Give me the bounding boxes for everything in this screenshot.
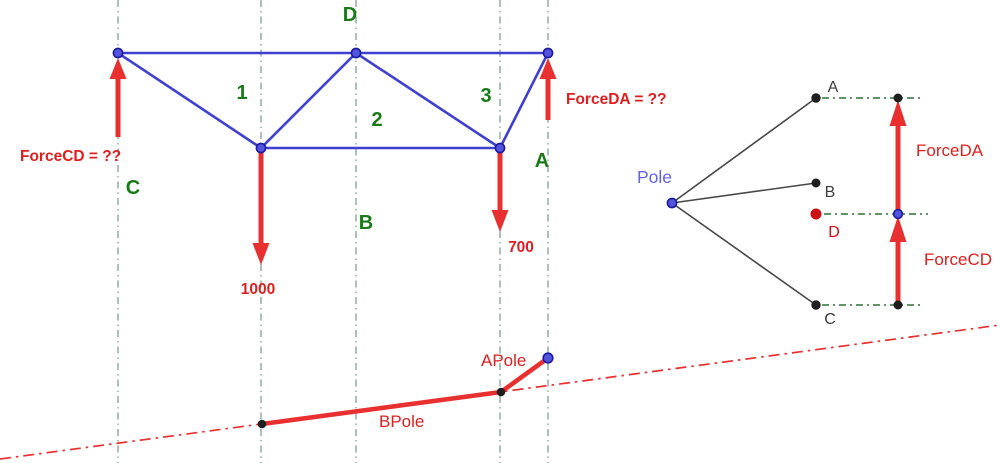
label-panel-2: 2	[371, 109, 382, 131]
reaction-arrow-cd	[109, 58, 127, 137]
point-c[interactable]	[811, 300, 821, 310]
label-load-1000: 1000	[241, 281, 275, 298]
node-bottom-left[interactable]	[255, 142, 267, 154]
pole-rays	[671, 97, 817, 306]
load-arrow-1000	[252, 148, 270, 265]
load-arrow-700-head	[491, 210, 509, 232]
label-point-c: C	[824, 311, 836, 328]
forcecd-arrow	[889, 216, 907, 305]
ray-pole-c	[671, 202, 817, 306]
node-bottom-right[interactable]	[494, 142, 506, 154]
red-regular-labels: ForceDA ForceCD APole BPole	[379, 141, 992, 431]
node-top-right[interactable]	[542, 47, 554, 59]
label-pole: Pole	[637, 167, 672, 187]
point-b[interactable]	[811, 178, 821, 188]
apole-segment	[498, 355, 551, 395]
truss-members	[116, 51, 550, 150]
label-panel-3: 3	[480, 85, 491, 107]
funicular-segments	[259, 355, 551, 427]
reaction-arrow-da	[539, 58, 557, 120]
forceda-arrow-head	[889, 100, 907, 126]
node-top-left[interactable]	[112, 47, 124, 59]
label-forcecd: ForceCD	[924, 250, 992, 269]
truss-force-arrows	[109, 58, 557, 265]
reaction-arrow-da-head	[539, 58, 557, 79]
label-apole: APole	[481, 351, 526, 370]
label-point-d: D	[828, 224, 840, 241]
label-forceda: ForceDA	[916, 141, 984, 160]
dark-points[interactable]	[257, 93, 903, 429]
force-line-top-point[interactable]	[893, 93, 903, 103]
polygon-force-arrows	[889, 100, 907, 305]
ray-pole-a	[671, 97, 817, 204]
forcecd-arrow-head	[889, 216, 907, 242]
label-b: B	[359, 212, 373, 234]
polygon-guides	[822, 97, 928, 306]
funicular-mid-point[interactable]	[496, 387, 506, 397]
funicular-left-point[interactable]	[257, 419, 267, 429]
node-d[interactable]	[350, 47, 362, 59]
label-reaction-da: ForceDA = ??	[566, 91, 667, 108]
red-bold-labels: ForceCD = ?? ForceDA = ?? 1000 700	[20, 91, 667, 298]
force-line-mid-point[interactable]	[892, 208, 904, 220]
label-panel-1: 1	[236, 82, 247, 104]
label-point-a: A	[828, 79, 839, 96]
ray-pole-b	[671, 182, 817, 204]
pole-point[interactable]	[666, 197, 678, 209]
load-arrow-700	[491, 148, 509, 232]
point-d[interactable]	[810, 208, 822, 220]
label-a: A	[535, 150, 549, 172]
point-a[interactable]	[811, 93, 821, 103]
funicular-top-point[interactable]	[542, 352, 554, 364]
label-c: C	[126, 177, 140, 199]
member-diag-left	[116, 51, 263, 150]
label-load-700: 700	[508, 239, 534, 256]
truss-nodes[interactable]	[112, 47, 904, 364]
reaction-arrow-cd-head	[109, 58, 127, 79]
label-d: D	[343, 4, 357, 26]
bpole-segment	[259, 389, 504, 427]
green-labels: D 1 2 3 C B A	[126, 4, 549, 234]
member-diag-up	[259, 51, 358, 150]
member-diag-down	[354, 51, 502, 150]
point-labels: A B C	[824, 79, 838, 328]
label-bpole: BPole	[379, 412, 424, 431]
forceda-arrow	[889, 100, 907, 214]
label-point-b: B	[825, 184, 836, 201]
load-arrow-1000-head	[252, 243, 270, 265]
label-reaction-cd: ForceCD = ??	[20, 148, 121, 165]
member-diag-right	[498, 51, 550, 150]
force-line-bottom-point[interactable]	[893, 300, 903, 310]
